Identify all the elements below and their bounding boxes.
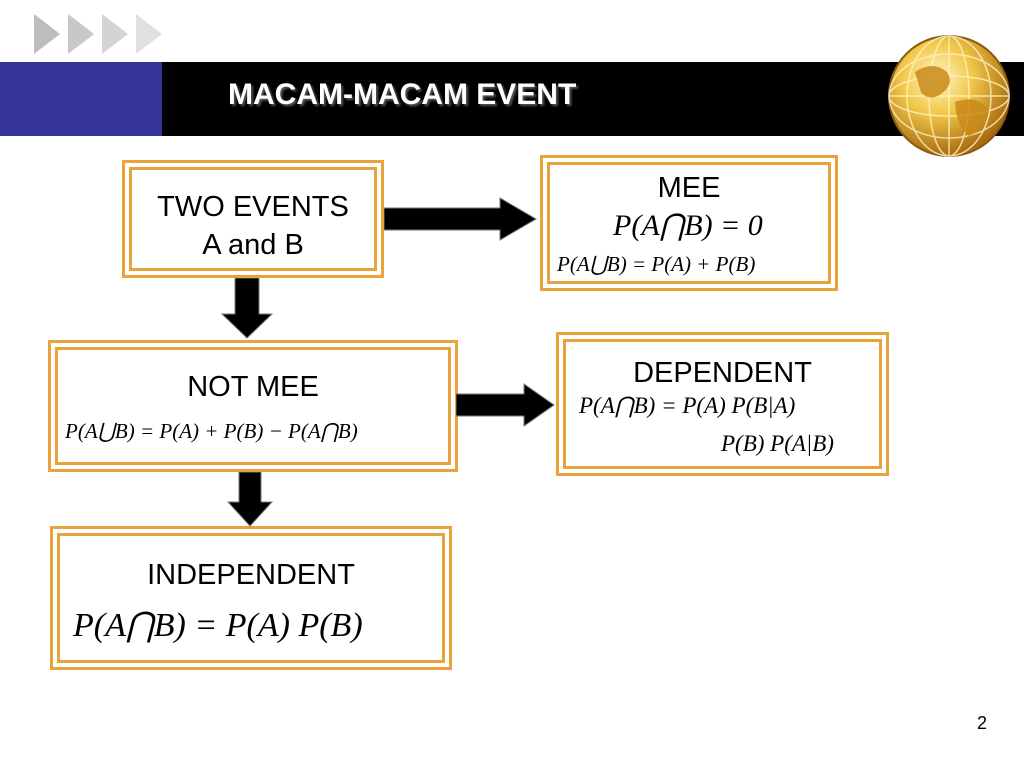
header-blue-bar <box>0 62 162 136</box>
arrow-right-icon <box>384 197 537 241</box>
globe-icon <box>888 35 1010 157</box>
not-mee-formula: P(A⋃B) = P(A) + P(B) − P(A⋂B) <box>65 419 358 443</box>
arrow-down-icon <box>226 472 274 527</box>
chevron-icon <box>102 14 128 54</box>
slide-title: MACAM-MACAM EVENT <box>228 78 577 111</box>
independent-label: INDEPENDENT <box>147 559 355 591</box>
mee-formula-1: P(A⋂B) = 0 <box>613 209 763 242</box>
independent-box: INDEPENDENT P(A⋂B) = P(A) P(B) <box>50 526 452 670</box>
two-events-box: TWO EVENTS A and B <box>122 160 384 278</box>
header-black-bar <box>162 62 1024 136</box>
chevron-icon <box>68 14 94 54</box>
page-number: 2 <box>976 713 987 733</box>
chevron-icon <box>34 14 60 54</box>
mee-box: MEE P(A⋂B) = 0 P(A⋃B) = P(A) + P(B) <box>540 155 838 291</box>
not-mee-label: NOT MEE <box>187 371 319 403</box>
arrow-right-icon <box>456 383 555 427</box>
dependent-formula-1: P(A⋂B) = P(A) P(B|A) <box>579 393 796 418</box>
arrow-down-icon <box>220 278 274 339</box>
chevron-decoration <box>34 14 162 54</box>
mee-label: MEE <box>657 172 721 204</box>
not-mee-box: NOT MEE P(A⋃B) = P(A) + P(B) − P(A⋂B) <box>48 340 458 472</box>
two-events-line2: A and B <box>202 229 304 261</box>
dependent-box: DEPENDENT P(A⋂B) = P(A) P(B|A) P(B) P(A|… <box>556 332 889 476</box>
mee-formula-2: P(A⋃B) = P(A) + P(B) <box>557 252 756 276</box>
two-events-line1: TWO EVENTS <box>157 191 349 223</box>
dependent-formula-2: P(B) P(A|B) <box>721 431 834 456</box>
chevron-icon <box>136 14 162 54</box>
dependent-label: DEPENDENT <box>633 357 812 389</box>
independent-formula: P(A⋂B) = P(A) P(B) <box>73 607 363 644</box>
